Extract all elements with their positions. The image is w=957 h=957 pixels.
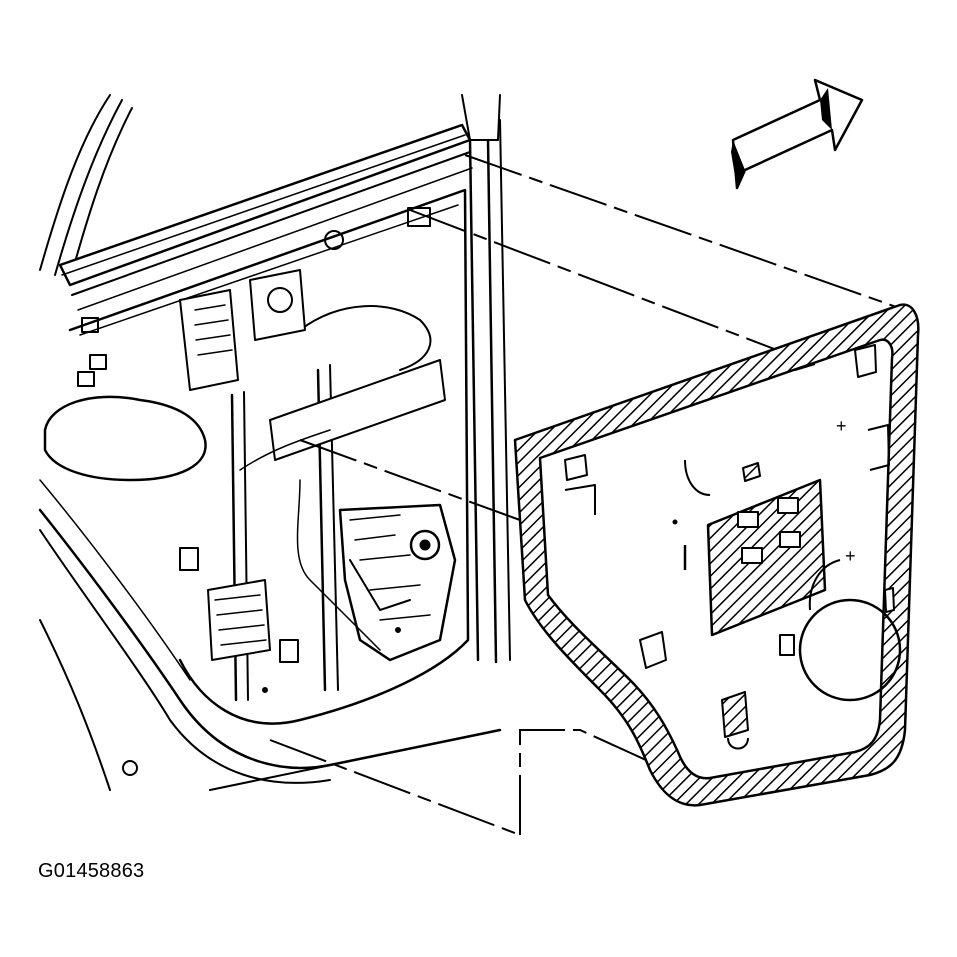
svg-text:+: + bbox=[836, 416, 847, 436]
door-trim-panel: + + bbox=[513, 303, 920, 807]
alignment-leader-step bbox=[519, 729, 691, 835]
svg-text:+: + bbox=[845, 546, 856, 566]
door-body bbox=[38, 94, 511, 791]
alignment-leaders bbox=[269, 154, 906, 836]
figure-id-label: G01458863 bbox=[38, 860, 145, 882]
forward-arrow-icon bbox=[731, 78, 864, 190]
